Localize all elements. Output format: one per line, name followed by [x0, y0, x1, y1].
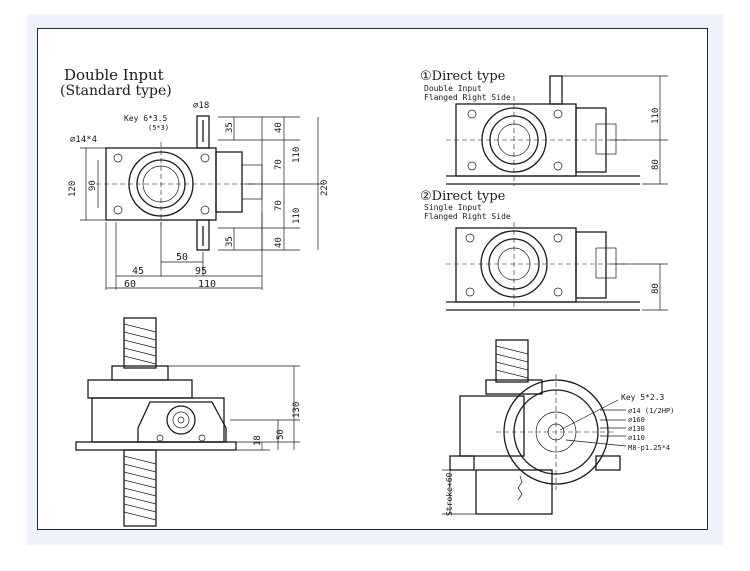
side-elevation-view: Stroke+60 Key 5*2.3 ∅14 (1/2HP) ∅160 ∅13… [442, 339, 674, 516]
title-double-input: Double Input [64, 66, 164, 84]
gear-housing [215, 151, 243, 213]
direct-type-2-line2: Flanged Right Side [424, 212, 511, 221]
front-dim-130: 130 [292, 402, 302, 418]
direct-1-dim-110: 110 [651, 108, 661, 124]
direct-2-dim-80: 80 [651, 283, 661, 294]
m8-label: M8-p1.25*4 [628, 444, 670, 452]
flange-hole-label: ∅14*4 [70, 135, 97, 145]
front-dim-50: 50 [276, 429, 286, 440]
dia14-label: ∅14 (1/2HP) [628, 407, 674, 415]
screw-shaft-top [123, 317, 157, 369]
key-note: Key 6*3.5 [124, 114, 168, 123]
dia110-label: ∅110 [628, 434, 645, 442]
dim-70-top: 70 [274, 159, 284, 170]
double-input-top-view: Double Input (Standard type) Key 6*3.5 (… [60, 66, 330, 290]
side-boss [241, 164, 263, 200]
dim-90: 90 [88, 180, 98, 191]
dim-70-bottom: 70 [274, 200, 284, 211]
dim-110-top: 110 [292, 147, 302, 163]
dim-45: 45 [132, 266, 144, 277]
direct-type-1-line2: Flanged Right Side [424, 93, 511, 102]
dim-110-bottom: 110 [292, 208, 302, 224]
title-standard-type: (Standard type) [60, 83, 172, 99]
dim-40-top: 40 [274, 122, 284, 133]
dia130-label: ∅130 [628, 425, 645, 433]
key-note-sub: (5*3) [148, 124, 169, 132]
base-plate [75, 441, 237, 451]
dim-50: 50 [176, 252, 188, 263]
dim-220: 220 [320, 180, 330, 196]
screw-shaft-bottom [123, 449, 157, 527]
front-dim-18: 18 [253, 435, 263, 446]
stroke-label: Stroke+60 [445, 472, 454, 516]
direct-type-2-line1: Single Input [424, 203, 482, 212]
dim-120: 120 [68, 181, 78, 197]
direct-type-1-view: ①Direct type Double Input Flanged Right … [420, 69, 668, 186]
dim-35-top: 35 [225, 122, 235, 133]
direct-type-1-line1: Double Input [424, 84, 482, 93]
input-shaft-top [196, 115, 210, 149]
direct-type-1-title: ①Direct type [420, 69, 506, 84]
shaft-diameter-label: ∅18 [193, 101, 209, 111]
front-elevation-view: 130 50 18 [75, 317, 302, 527]
dia160-label: ∅160 [628, 416, 645, 424]
input-shaft-bottom [196, 219, 210, 251]
direct-1-dim-80: 80 [651, 159, 661, 170]
dim-35-bottom: 35 [225, 236, 235, 247]
dim-40-bottom: 40 [274, 237, 284, 248]
direct-type-2-title: ②Direct type [420, 189, 506, 204]
dim-110-width: 110 [198, 279, 216, 290]
dim-95: 95 [195, 266, 207, 277]
dim-60: 60 [124, 279, 136, 290]
direct-type-2-view: ②Direct type Single Input Flanged Right … [420, 189, 668, 311]
side-key-label: Key 5*2.3 [621, 393, 665, 402]
